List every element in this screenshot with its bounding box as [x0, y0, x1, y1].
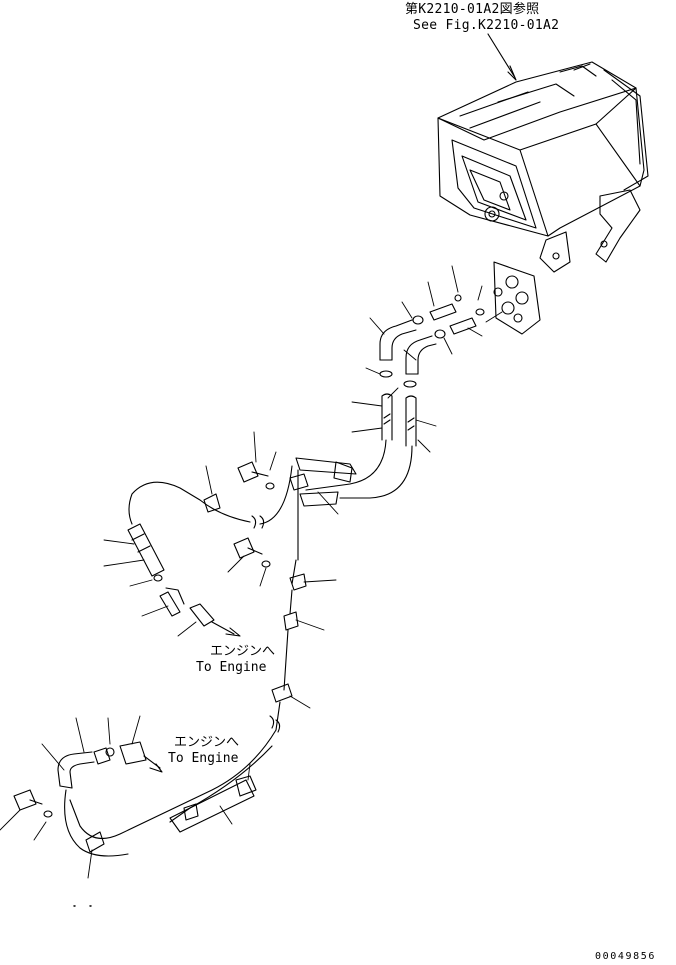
lower-fittings: [13, 741, 163, 818]
document-number: 00049856: [595, 951, 656, 962]
to-engine-label-jp-lower: エンジンへ: [174, 735, 240, 750]
to-engine-label-jp: エンジンへ: [210, 644, 276, 659]
valve-assembly: [127, 461, 275, 637]
reference-label-jp: 第K2210-01A2図参照: [405, 2, 540, 17]
reference-label-en: See Fig.K2210-01A2: [413, 18, 560, 33]
leader-lines: [0, 265, 503, 879]
upper-fittings: [412, 294, 485, 339]
elbow-hoses: [379, 319, 437, 447]
to-engine-label-en-lower: To Engine: [168, 751, 239, 766]
to-engine-label-en: To Engine: [196, 660, 267, 675]
valve-plate: [493, 261, 541, 335]
heater-unit: [437, 33, 649, 273]
hose-routing: [64, 439, 413, 857]
